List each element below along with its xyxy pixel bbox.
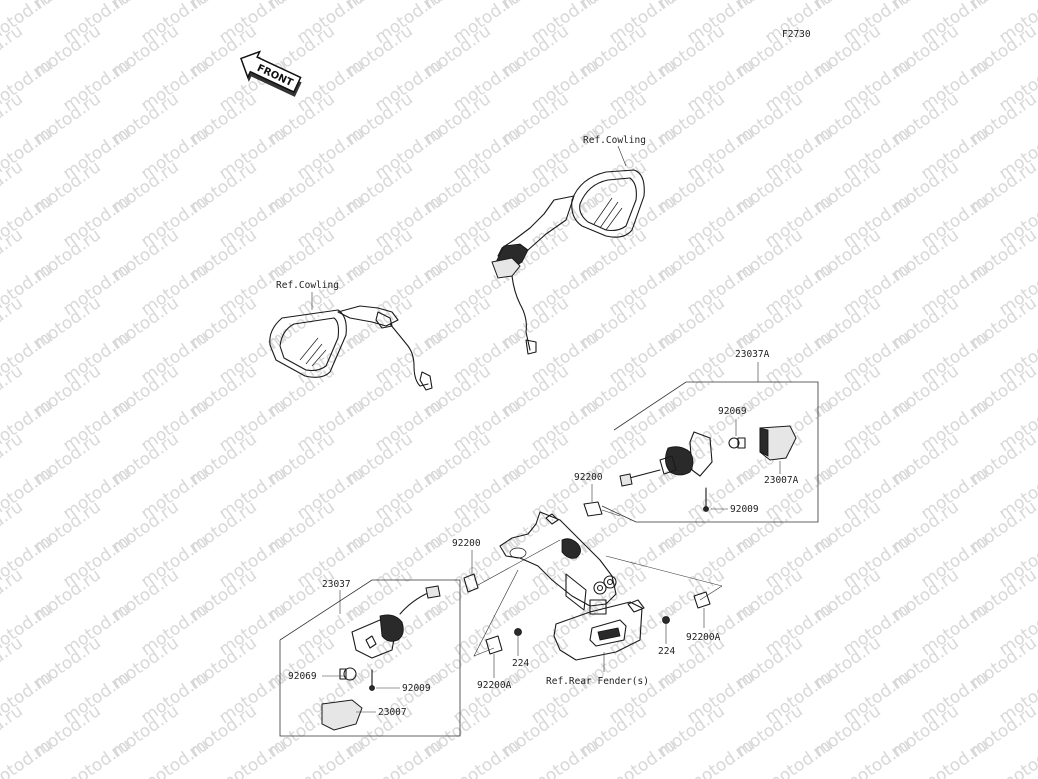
watermark-text: motod.ru	[137, 735, 212, 779]
watermark-text: motod.ru	[683, 735, 758, 779]
diagram-code: F2730	[782, 29, 811, 40]
label-224-right: 224	[658, 646, 675, 657]
watermark-text: motod.ru	[917, 735, 992, 779]
label-23007: 23007	[378, 707, 407, 718]
ref-cowling-left-label: Ref.Cowling	[276, 280, 339, 291]
watermark-text: motod.ru	[761, 735, 836, 779]
label-92200A-left: 92200A	[477, 680, 512, 691]
grommet-92200-right	[583, 484, 603, 517]
clip-92200A-right	[693, 591, 711, 628]
label-92009-left: 92009	[402, 683, 431, 694]
clip-92200A-left	[485, 635, 503, 678]
grommet-92200-left	[463, 550, 479, 593]
label-23037A: 23037A	[735, 349, 770, 360]
license-lamp	[553, 599, 645, 672]
label-92009-right: 92009	[730, 504, 759, 515]
watermark-text: motod.ru	[293, 735, 368, 779]
label-92069-left: 92069	[288, 671, 317, 682]
right-mirror	[491, 145, 645, 355]
label-92200-left: 92200	[452, 538, 481, 549]
nut-224-left	[514, 628, 522, 656]
right-turn-signal-assembly	[601, 362, 819, 523]
label-92200-right: 92200	[574, 472, 603, 483]
watermark-text: motod.ru	[527, 735, 602, 779]
label-92069-right: 92069	[718, 406, 747, 417]
watermark-text: motod.ru	[371, 735, 446, 779]
watermark-text: motod.ru	[839, 735, 914, 779]
ref-rear-fender-label: Ref.Rear Fender(s)	[546, 676, 649, 687]
watermark-text: motod.ru	[59, 735, 134, 779]
watermark-text: motod.ru	[449, 735, 524, 779]
label-23007A: 23007A	[764, 475, 799, 486]
label-92200A-right: 92200A	[686, 632, 721, 643]
left-turn-signal-assembly	[279, 579, 461, 737]
label-224-left: 224	[512, 658, 529, 669]
watermark-text: motod.ru	[605, 735, 680, 779]
ref-cowling-right-label: Ref.Cowling	[583, 135, 646, 146]
label-23037: 23037	[322, 579, 351, 590]
watermark-text: motod.ru	[215, 735, 290, 779]
nut-224-right	[662, 616, 670, 644]
license-bracket	[499, 511, 617, 615]
watermark-text: motod.ru	[0, 735, 57, 779]
left-mirror	[269, 292, 433, 391]
